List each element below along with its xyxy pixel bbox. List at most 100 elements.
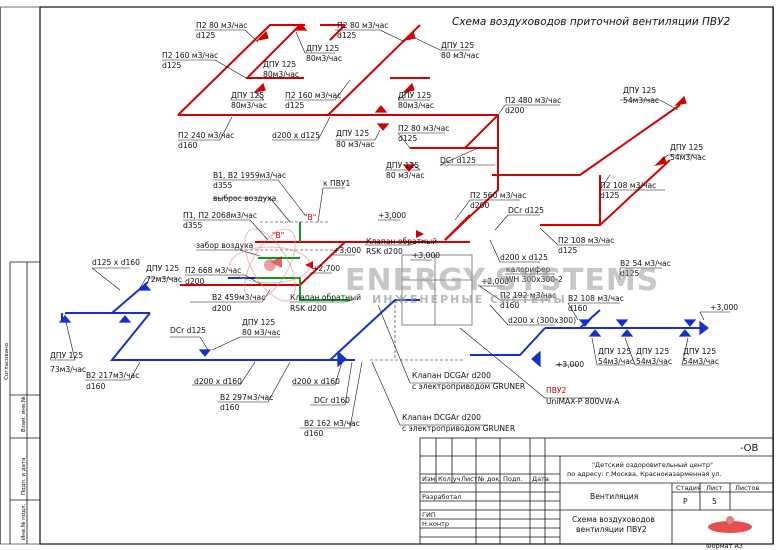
label-d160-e: d160: [220, 403, 239, 412]
label-klapan-dcg-a1: Клапан DCGAr d200: [412, 371, 491, 380]
label-d125-d: d125: [285, 101, 304, 110]
label-d125xd160: d125 x d160: [92, 258, 140, 267]
label-zabor: забор воздуха: [196, 241, 253, 250]
side-stamp-vzam: Взам. инв.№: [21, 396, 27, 432]
label-dpu-54-b2: 54м3/час: [670, 153, 706, 162]
stamp-code: -ОВ: [740, 443, 758, 454]
label-dpu-54-c1: ДПУ 125: [598, 347, 631, 356]
stamp-col-izm: Изм.: [422, 475, 437, 483]
label-kalorifer2: WH 300x300-2: [506, 275, 563, 284]
label-plus3-a: +3,000: [378, 211, 406, 220]
label-plus3-c: +3,000: [412, 251, 440, 260]
label-dpu-80-g1: ДПУ 125: [386, 161, 419, 170]
label-plus2700: +2,700: [312, 264, 340, 273]
label-dcr-125-b: DCr d125: [508, 206, 544, 215]
label-d355-b: d355: [183, 221, 202, 230]
label-v1v2: В1, В2 1959м3/час: [213, 171, 286, 180]
label-klapan-dcg-a2: с электроприводом GRUNER: [412, 382, 526, 391]
label-d200x125: d200 x d125: [272, 131, 320, 140]
stamp-col-data: Дата: [532, 475, 549, 483]
label-klapan-dcg-b1: Клапан DCGAr d200: [402, 413, 481, 422]
stamp-project-line1: "Детский оздоровительный центр": [592, 461, 713, 469]
watermark-text: ENERGY-SYSTEMS: [345, 263, 659, 298]
label-p2-80-b: П2 80 м3/час: [337, 21, 388, 30]
label-b2-459: В2 459м3/час: [212, 293, 265, 302]
label-d125-c: d125: [162, 61, 181, 70]
label-dpu-73-1: ДПУ 125: [50, 351, 83, 360]
side-stamp-soglasovano: Согласовано: [4, 342, 10, 380]
label-p2-560: П2 560 м3/час: [470, 191, 526, 200]
label-d160-d: d160: [86, 382, 105, 391]
label-k-pvu1: к ПВУ1: [323, 179, 351, 188]
label-d200-a: d200: [505, 106, 524, 115]
leader-lines: [50, 29, 730, 429]
label-d200xd160-a: d200 x d160: [194, 377, 242, 386]
label-mark-b-1: "В": [304, 213, 316, 222]
label-d200-b: d200: [470, 201, 489, 210]
label-d200-c: d200: [185, 277, 204, 286]
label-p2-80-c: П2 80 м3/час: [398, 124, 449, 133]
label-dpu-54-c2: 54м3/час: [598, 357, 634, 366]
label-dpu-54-e2: 54м3/час: [683, 357, 719, 366]
stamp-gip: ГИП: [422, 511, 436, 519]
label-dpu-73-2: 73м3/час: [50, 365, 86, 374]
label-b2-162: В2 162 м3/час: [304, 419, 360, 428]
label-dpu-54-d1: ДПУ 125: [636, 347, 669, 356]
label-b2-297: В2 297м3/час: [220, 393, 273, 402]
stamp-razrab: Разработал: [422, 493, 461, 501]
label-dpu-54-a1: ДПУ 125: [623, 86, 656, 95]
label-dpu-72-2: 72м3/час: [146, 275, 182, 284]
label-dpu-80-d1: ДПУ 125: [231, 91, 264, 100]
label-plus3-b: +3,000: [333, 246, 361, 255]
label-dpu-80-c1: ДПУ 125: [263, 60, 296, 69]
side-stamp-podp: Подп. и дата: [21, 458, 27, 495]
label-d125-b: d125: [337, 31, 356, 40]
label-klapan-dcg-b2: с электроприводом GRUNER: [402, 424, 516, 433]
label-dpu-80-h2: 80 м3/час: [242, 328, 281, 337]
label-dpu-54-d2: 54м3/час: [636, 357, 672, 366]
side-stamp: Согласовано Взам. инв.№ Подп. и дата Инв…: [4, 261, 40, 544]
title-block-text: -ОВ "Детский оздоровительный центр" по а…: [422, 443, 759, 550]
ahu-unit: [401, 254, 473, 326]
label-p2-192: П2 192 м3/час: [500, 291, 556, 300]
label-p2-160-a: П2 160 м3/час: [162, 51, 218, 60]
label-dcr-125-c: DCr d125: [170, 326, 206, 335]
label-p2-240: П2 240 м3/час: [178, 131, 234, 140]
label-d125-f: d125: [600, 191, 619, 200]
label-pvu2-model: UniMAX-P 800VW-A: [546, 397, 620, 406]
label-dpu-80-e2: 80м3/час: [398, 101, 434, 110]
label-klapan-rsk-a1: Клапан обратный: [366, 237, 437, 246]
label-dpu-80-g2: 80 м3/час: [386, 171, 425, 180]
label-d200xd160-b: d200 x d160: [292, 377, 340, 386]
stamp-nkontr: Н.контр: [422, 520, 449, 528]
label-d160-b: d160: [500, 301, 519, 310]
stamp-col-list: Лист: [461, 475, 478, 483]
stamp-section: Вентиляция: [590, 492, 638, 501]
stamp-stadia-header: Стадия: [676, 484, 701, 492]
label-p2-160-b: П2 160 м3/час: [285, 91, 341, 100]
label-klapan-rsk-a2: RSK d200: [366, 247, 403, 256]
label-d355-a: d355: [213, 181, 232, 190]
label-klapan-rsk-b1: Клапан обратный: [290, 293, 361, 302]
label-d125-g: d125: [558, 246, 577, 255]
label-d125-a: d125: [196, 31, 215, 40]
label-p2-108-a: П2 108 м3/час: [600, 181, 656, 190]
label-dpu-80-b1: ДПУ 125: [441, 41, 474, 50]
label-vybros: выброс воздуха: [213, 194, 276, 203]
stamp-stadia-value: Р: [683, 497, 688, 506]
label-plus3-d: +3,000: [710, 303, 738, 312]
flow-arrows: [270, 230, 424, 269]
label-p2-480: П2 480 м3/час: [505, 96, 561, 105]
label-b2-217: В2 217м3/час: [86, 371, 139, 380]
label-p2-80-a: П2 80 м3/час: [196, 21, 247, 30]
label-d125-h: d125: [620, 269, 639, 278]
label-dpu-54-a2: 54м3/час: [623, 96, 659, 105]
diagram-labels: П2 80 м3/час d125 П2 80 м3/час d125 ДПУ …: [50, 21, 738, 438]
label-dpu-80-d2: 80м3/час: [231, 101, 267, 110]
label-d200x300: d200 x (300x300): [508, 316, 576, 325]
stamp-drawing-line1: Схема воздуховодов: [572, 515, 655, 524]
label-dpu-80-f1: ДПУ 125: [336, 129, 369, 138]
label-kalorifer1: калорифер: [506, 265, 551, 274]
stamp-col-ndok: № док.: [477, 475, 501, 483]
stamp-project-line2: по адресу: г.Москва, Красноказарменная у…: [567, 470, 722, 478]
